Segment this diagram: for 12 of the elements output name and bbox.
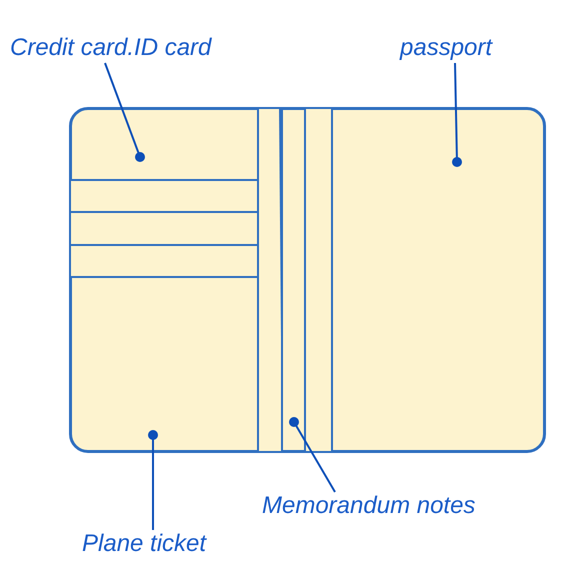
card-slot (70, 108, 259, 181)
leader-line (104, 62, 145, 162)
ticket-pocket (70, 276, 259, 452)
callout-label: Plane ticket (82, 530, 206, 558)
leader-line (289, 417, 336, 492)
callout-label: Credit card.ID card (10, 34, 212, 62)
passport-panel (331, 108, 545, 452)
leader-line (452, 62, 462, 167)
callout-label: Memorandum notes (262, 492, 476, 520)
leader-line (148, 430, 158, 530)
notes-strip (281, 108, 306, 452)
callout-label: passport (400, 34, 492, 62)
